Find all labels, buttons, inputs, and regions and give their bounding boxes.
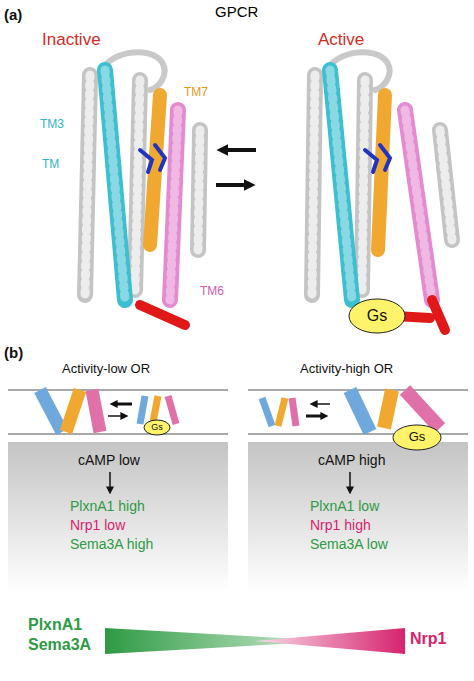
- g-protein-label: Gs: [151, 422, 163, 432]
- helix-label: TM7: [184, 86, 208, 100]
- gene-label: Nrp1: [410, 630, 446, 648]
- state-label: Inactive: [42, 30, 101, 50]
- equilibrium-arrow: [216, 183, 246, 187]
- equilibrium-arrow: [226, 148, 256, 152]
- gene-expression-label: Sema3A low: [310, 536, 388, 552]
- helix-label: TM3: [40, 118, 64, 132]
- cytoplasm-panel: cAMP highPlxnA1 lowNrp1 highSema3A low: [248, 442, 468, 592]
- gene-label: Sema3A: [28, 636, 91, 654]
- gene-expression-label: Nrp1 high: [310, 517, 371, 533]
- signal-label: cAMP high: [318, 452, 385, 468]
- active-receptor: [312, 52, 452, 330]
- gene-expression-label: Nrp1 low: [70, 517, 125, 533]
- helix-label: TM6: [200, 285, 224, 299]
- g-protein-ellipse: Gs: [348, 298, 406, 334]
- panel-letter: (b): [4, 344, 23, 361]
- state-label: Active: [318, 30, 364, 50]
- gene-expression-label: PlxnA1 low: [310, 498, 379, 514]
- gene-label: PlxnA1: [28, 616, 82, 634]
- equilibrium-arrow: [306, 415, 322, 418]
- equilibrium-arrow: [316, 403, 330, 405]
- cytoplasm-panel: [248, 442, 468, 592]
- signal-arrow: [109, 472, 111, 488]
- cytoplasm-panel: cAMP lowPlxnA1 highNrp1 lowSema3A high: [8, 442, 228, 592]
- g-protein-label: Gs: [367, 307, 387, 325]
- gradient-wedge: [255, 628, 405, 654]
- equilibrium-arrow: [108, 415, 122, 417]
- equilibrium-arrow: [116, 403, 132, 406]
- g-protein-ellipse: Gs: [143, 419, 171, 436]
- receptor-label: Activity-high OR: [300, 362, 393, 377]
- figure-title: GPCR: [215, 3, 258, 20]
- inactive-receptor: [85, 52, 200, 325]
- helix-label: TM: [42, 158, 59, 172]
- gene-expression-label: Sema3A high: [70, 536, 153, 552]
- gene-expression-label: PlxnA1 high: [70, 498, 145, 514]
- g-protein-label: Gs: [409, 430, 426, 445]
- membrane: [8, 390, 468, 434]
- signal-arrow: [349, 472, 351, 488]
- helix-cylinders: [40, 390, 440, 432]
- receptor-label: Activity-low OR: [62, 362, 150, 377]
- signal-label: cAMP low: [78, 452, 140, 468]
- panel-letter: (a): [4, 6, 22, 23]
- g-protein-ellipse: Gs: [392, 424, 442, 451]
- cytoplasm-panel: [8, 442, 228, 592]
